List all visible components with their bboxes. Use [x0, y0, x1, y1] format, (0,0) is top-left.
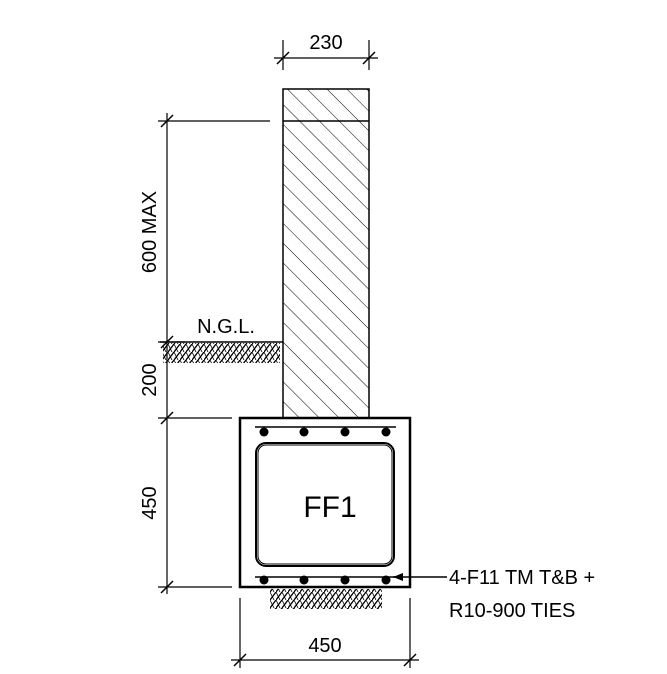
reinforcement-line2: R10-900 TIES: [449, 600, 575, 622]
reinforcement-note: 4-F11 TM T&B + R10-900 TIES: [393, 567, 595, 622]
reinforcement-bars: [259, 427, 391, 585]
top-bar: [340, 427, 350, 437]
top-bar: [259, 427, 269, 437]
column-width-label: 230: [309, 32, 342, 54]
reinforcement-line1: 4-F11 TM T&B +: [449, 567, 595, 589]
natural-ground-level: N.G.L.: [160, 316, 283, 363]
column: [282, 88, 370, 419]
bottom-bar: [381, 575, 391, 585]
bottom-bar: [259, 575, 269, 585]
top-bar: [381, 427, 391, 437]
footing: FF1: [238, 416, 412, 589]
top-bar: [299, 427, 309, 437]
footing-width-label: 450: [308, 635, 341, 657]
bottom-bar: [299, 575, 309, 585]
footing-mark-label: FF1: [303, 491, 356, 524]
bottom-bar: [340, 575, 350, 585]
footing-depth-label: 450: [139, 486, 161, 519]
depth-below-ngl-label: 200: [139, 363, 161, 396]
soil-under-footing: [270, 589, 382, 609]
ground-level-label: N.G.L.: [197, 316, 255, 338]
footing-width-dimension: 450: [231, 598, 419, 668]
height-above-ngl-label: 600 MAX: [139, 191, 161, 273]
column-width-dimension: 230: [274, 32, 378, 70]
